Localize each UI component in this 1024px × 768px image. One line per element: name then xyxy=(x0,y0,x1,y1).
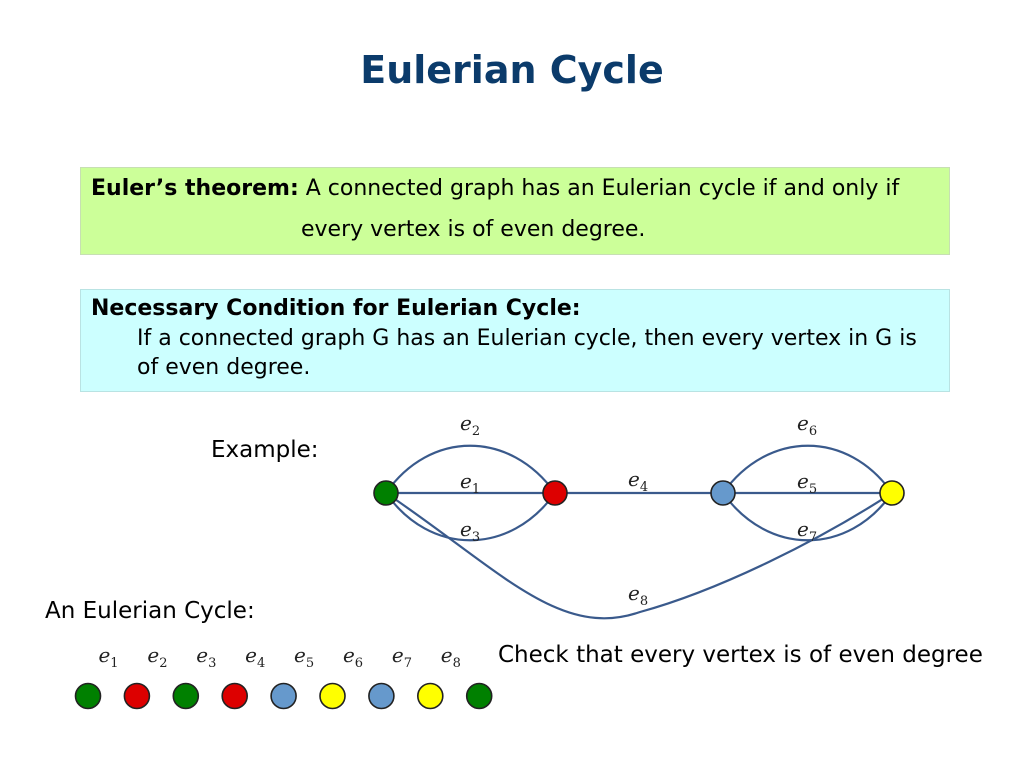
graph-vertex-v3 xyxy=(710,480,736,506)
theorem-heading: Euler’s theorem: xyxy=(91,176,299,201)
graph-vertex-v2 xyxy=(542,480,568,506)
theorem-box: Euler’s theorem: A connected graph has a… xyxy=(80,167,950,255)
check-text: Check that every vertex is of even degre… xyxy=(498,642,983,668)
cycle-edge-label-2: e2 xyxy=(147,643,167,671)
cycle-vertex-4 xyxy=(221,682,248,710)
necessary-heading: Necessary Condition for Eulerian Cycle: xyxy=(91,296,581,321)
cycle-edge-label-4: e4 xyxy=(245,643,265,671)
theorem-line-1: Euler’s theorem: A connected graph has a… xyxy=(91,174,939,205)
cycle-vertex-2 xyxy=(123,682,151,710)
edge-label-e4: e4 xyxy=(628,467,648,495)
graph-vertex-v4 xyxy=(879,480,905,506)
edge-label-e1: e1 xyxy=(460,469,480,497)
example-label: Example: xyxy=(211,437,319,463)
graph-vertex-v1 xyxy=(373,480,399,506)
graph-edge-e2 xyxy=(385,444,556,494)
edge-label-e2: e2 xyxy=(460,411,480,439)
graph-edge-e7 xyxy=(722,492,893,542)
cycle-edge-label-5: e5 xyxy=(294,643,314,671)
cycle-edge-label-7: e7 xyxy=(392,643,412,671)
cycle-vertex-6 xyxy=(319,682,346,710)
eulerian-cycle-label: An Eulerian Cycle: xyxy=(45,598,255,624)
page-title: Eulerian Cycle xyxy=(360,48,664,92)
cycle-edge-label-6: e6 xyxy=(343,643,363,671)
necessary-body: If a connected graph G has an Eulerian c… xyxy=(137,325,917,381)
cycle-edge-label-3: e3 xyxy=(196,643,216,671)
edge-label-e8: e8 xyxy=(628,581,648,609)
cycle-vertex-5 xyxy=(270,682,297,710)
necessary-condition-box: Necessary Condition for Eulerian Cycle: … xyxy=(80,289,950,392)
theorem-text-2: every vertex is of even degree. xyxy=(301,216,646,242)
graph-edge-e6 xyxy=(722,444,893,494)
cycle-edge-label-1: e1 xyxy=(98,643,118,671)
cycle-vertex-3 xyxy=(172,682,200,710)
graph-edge-e3 xyxy=(385,492,556,542)
edge-label-e6: e6 xyxy=(797,411,817,439)
edge-label-e5: e5 xyxy=(797,469,817,497)
cycle-edge-label-8: e8 xyxy=(441,643,461,671)
cycle-vertex-1 xyxy=(74,682,102,710)
cycle-vertex-9 xyxy=(465,682,493,710)
cycle-vertex-7 xyxy=(368,682,395,710)
edge-label-e3: e3 xyxy=(460,517,480,545)
edge-label-e7: e7 xyxy=(797,517,817,545)
theorem-text-1: A connected graph has an Eulerian cycle … xyxy=(305,176,900,201)
cycle-vertex-8 xyxy=(416,682,444,710)
graph-edge-e8 xyxy=(385,492,893,620)
